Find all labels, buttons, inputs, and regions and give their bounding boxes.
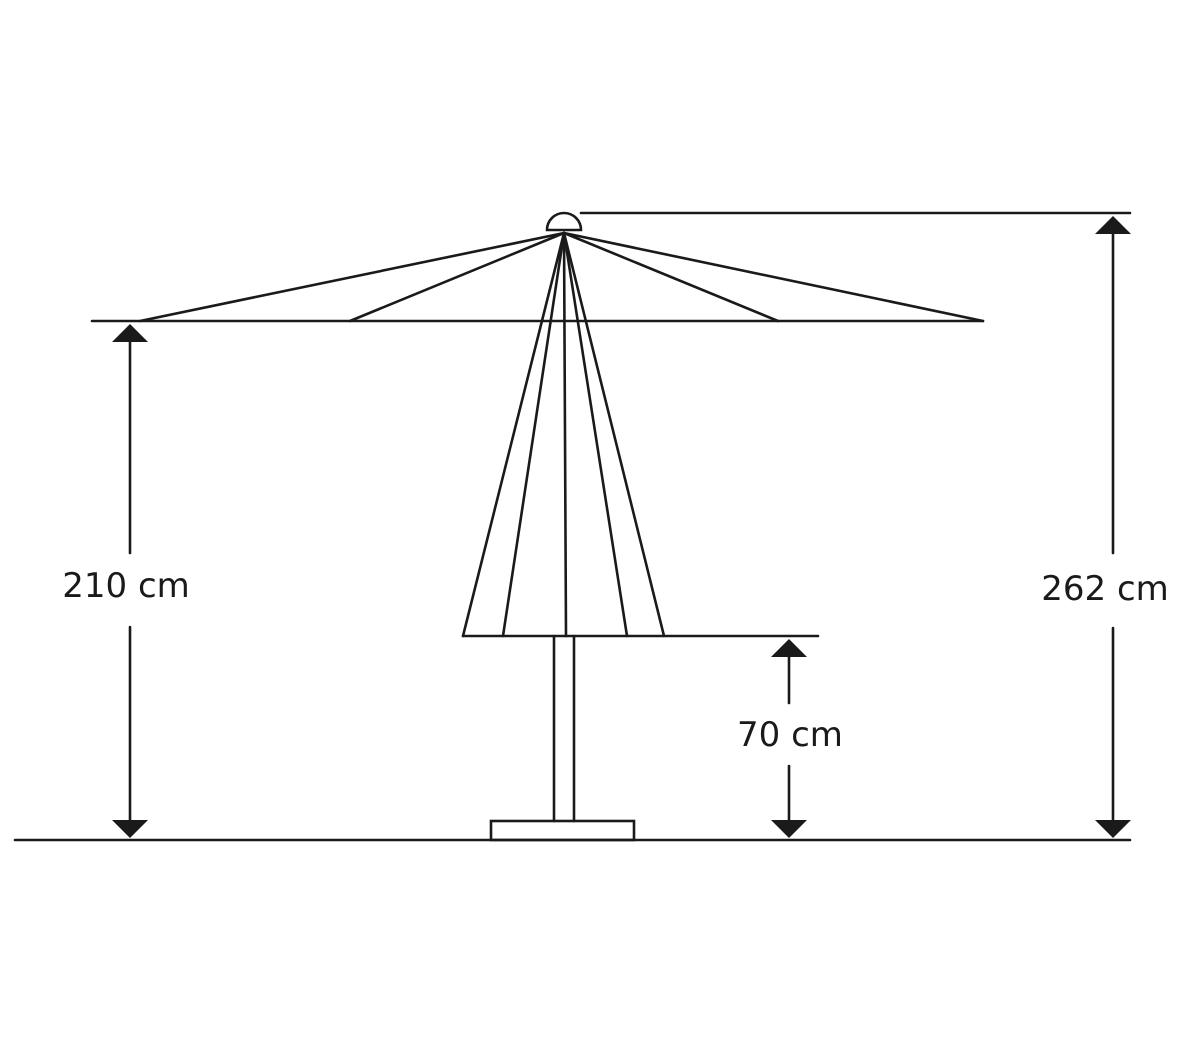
arrow-down-head: [112, 820, 148, 838]
folded-rib-1: [461, 231, 566, 638]
arrow-up-head: [771, 639, 807, 657]
folded-rib-4: [562, 231, 629, 638]
arrow-down-head: [1095, 820, 1131, 838]
folded-rib-3: [562, 231, 568, 638]
dimension-70: 70 cm: [737, 639, 843, 838]
folded-rib-2: [501, 231, 566, 638]
canopy-rib-inner-left: [348, 231, 566, 323]
folded-rib-5: [562, 231, 666, 638]
dimension-label-70: 70 cm: [737, 715, 843, 755]
arrow-up-head: [112, 324, 148, 342]
dimension-label-262: 262 cm: [1041, 569, 1169, 609]
folded-canopy: [461, 231, 820, 638]
dimension-262: 262 cm: [1041, 216, 1169, 838]
canopy-rib-outer-left: [138, 231, 566, 323]
umbrella-base: [489, 819, 636, 842]
open-canopy: [90, 231, 985, 323]
umbrella-finial: [545, 211, 583, 232]
canopy-rib-outer-right: [562, 231, 985, 323]
dimension-210: 210 cm: [62, 324, 190, 838]
arrow-down-head: [771, 820, 807, 838]
arrow-up-head: [1095, 216, 1131, 234]
canopy-rib-inner-right: [562, 231, 780, 323]
dimension-label-210: 210 cm: [62, 566, 190, 606]
